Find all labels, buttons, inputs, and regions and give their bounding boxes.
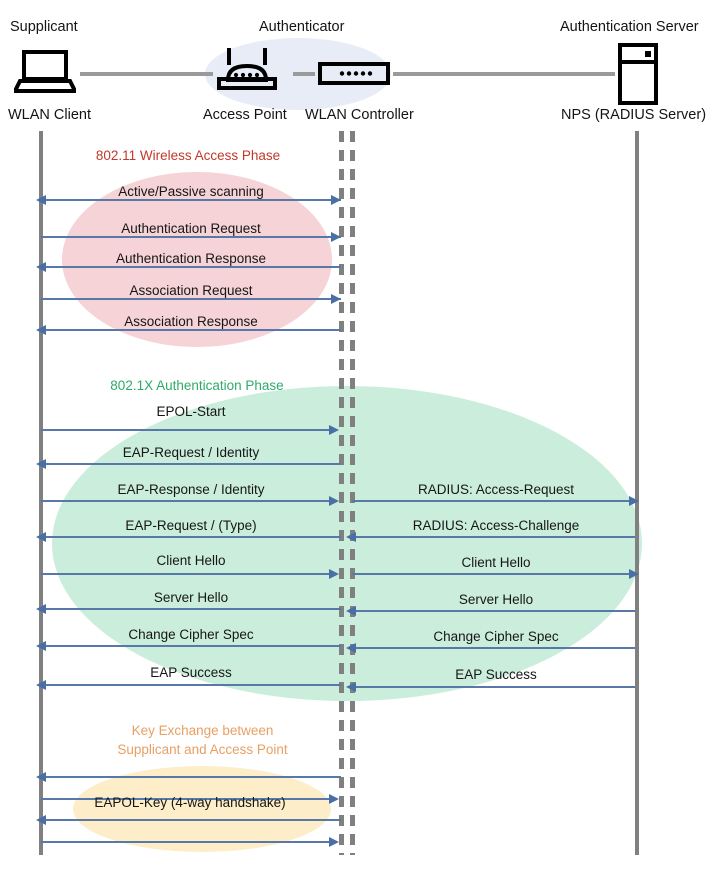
arrowhead-right-icon xyxy=(331,195,341,205)
message-line xyxy=(41,798,335,800)
message-line xyxy=(41,266,341,268)
laptop-icon xyxy=(14,50,76,94)
lifeline-authentication-server xyxy=(635,131,639,855)
message-line xyxy=(41,684,341,686)
message-label: Authentication Request xyxy=(121,221,261,236)
message-label: EAP-Response / Identity xyxy=(117,482,265,497)
arrowhead-left-icon xyxy=(36,532,46,542)
arrowhead-right-icon xyxy=(331,232,341,242)
phase-highlight-dot1x xyxy=(52,386,642,701)
message-line xyxy=(356,647,635,649)
arrowhead-right-icon xyxy=(329,569,339,579)
message-line xyxy=(356,686,635,688)
message-label: EAP-Request / Identity xyxy=(122,445,260,460)
actor-role-authenticator: Authenticator xyxy=(259,19,345,35)
lifeline-access-point xyxy=(339,131,344,855)
message-label-right: RADIUS: Access-Request xyxy=(417,482,575,497)
actor-device-wlan-controller: WLAN Controller xyxy=(305,107,414,123)
message-line xyxy=(41,776,341,778)
message-label-right: Server Hello xyxy=(458,592,534,607)
actor-role-supplicant: Supplicant xyxy=(10,19,78,35)
arrowhead-left-icon xyxy=(36,325,46,335)
message-label-right: RADIUS: Access-Challenge xyxy=(412,518,580,533)
arrowhead-left-icon xyxy=(36,459,46,469)
message-line xyxy=(41,841,335,843)
message-line xyxy=(41,608,341,610)
arrowhead-left-icon xyxy=(346,682,356,692)
phase-caption-wireless-access: 802.11 Wireless Access Phase xyxy=(95,148,281,163)
arrowhead-left-icon xyxy=(36,772,46,782)
arrowhead-right-icon xyxy=(329,496,339,506)
message-label: Active/Passive scanning xyxy=(118,184,264,199)
message-label: EPOL-Start xyxy=(156,404,226,419)
message-line xyxy=(41,819,341,821)
message-line xyxy=(356,610,635,612)
message-label-right: Change Cipher Spec xyxy=(433,629,559,644)
arrowhead-left-icon xyxy=(36,680,46,690)
message-line xyxy=(41,298,341,300)
arrowhead-left-icon xyxy=(36,195,46,205)
arrowhead-right-icon xyxy=(329,837,339,847)
arrowhead-right-icon xyxy=(329,794,339,804)
message-label: Client Hello xyxy=(156,553,226,568)
access-point-icon xyxy=(216,46,278,94)
message-line xyxy=(41,536,341,538)
message-label-right: Client Hello xyxy=(461,555,531,570)
message-label: EAP-Request / (Type) xyxy=(125,518,257,533)
arrowhead-right-icon xyxy=(329,425,339,435)
actor-device-access-point: Access Point xyxy=(203,107,287,123)
link-controller-to-server xyxy=(393,72,615,76)
arrowhead-left-icon xyxy=(346,643,356,653)
phase-caption-key-exchange-line1: Key Exchange between xyxy=(131,723,274,738)
message-label-right: EAP Success xyxy=(455,667,537,682)
message-line xyxy=(41,573,335,575)
arrowhead-right-icon xyxy=(629,496,639,506)
lifeline-wlan-controller xyxy=(350,131,355,855)
link-ap-to-controller xyxy=(293,72,315,76)
arrowhead-left-icon xyxy=(346,606,356,616)
message-line xyxy=(352,500,635,502)
link-client-to-ap xyxy=(80,72,213,76)
message-label: EAP Success xyxy=(150,665,232,680)
message-label: Association Response xyxy=(124,314,258,329)
message-label: Change Cipher Spec xyxy=(128,627,254,642)
message-line xyxy=(41,463,341,465)
phase-caption-dot1x: 802.1X Authentication Phase xyxy=(110,378,284,393)
message-line xyxy=(41,645,341,647)
message-label: Authentication Response xyxy=(115,251,267,266)
phase-highlight-key-exchange xyxy=(73,766,331,852)
message-line xyxy=(41,329,341,331)
arrowhead-left-icon xyxy=(36,262,46,272)
server-icon xyxy=(617,43,659,105)
lifeline-supplicant xyxy=(39,131,43,855)
actor-device-nps-radius-server: NPS (RADIUS Server) xyxy=(561,107,707,123)
phase-highlight-wireless-access xyxy=(62,172,332,347)
arrowhead-left-icon xyxy=(36,604,46,614)
arrowhead-right-icon xyxy=(629,569,639,579)
arrowhead-left-icon xyxy=(346,532,356,542)
message-label-group: EAPOL-Key (4-way handshake) xyxy=(94,795,286,810)
arrowhead-left-icon xyxy=(36,815,46,825)
phase-caption-key-exchange-line2: Supplicant and Access Point xyxy=(117,742,288,757)
message-line xyxy=(352,573,635,575)
arrowhead-right-icon xyxy=(331,294,341,304)
message-line xyxy=(41,500,335,502)
message-label: Server Hello xyxy=(153,590,229,605)
wlan-controller-icon xyxy=(318,62,390,85)
message-line xyxy=(41,429,335,431)
actor-role-authentication-server: Authentication Server xyxy=(560,19,699,35)
actor-device-wlan-client: WLAN Client xyxy=(8,107,91,123)
message-line xyxy=(356,536,635,538)
message-line xyxy=(41,199,341,201)
arrowhead-left-icon xyxy=(36,641,46,651)
message-line xyxy=(41,236,341,238)
message-label: Association Request xyxy=(129,283,253,298)
